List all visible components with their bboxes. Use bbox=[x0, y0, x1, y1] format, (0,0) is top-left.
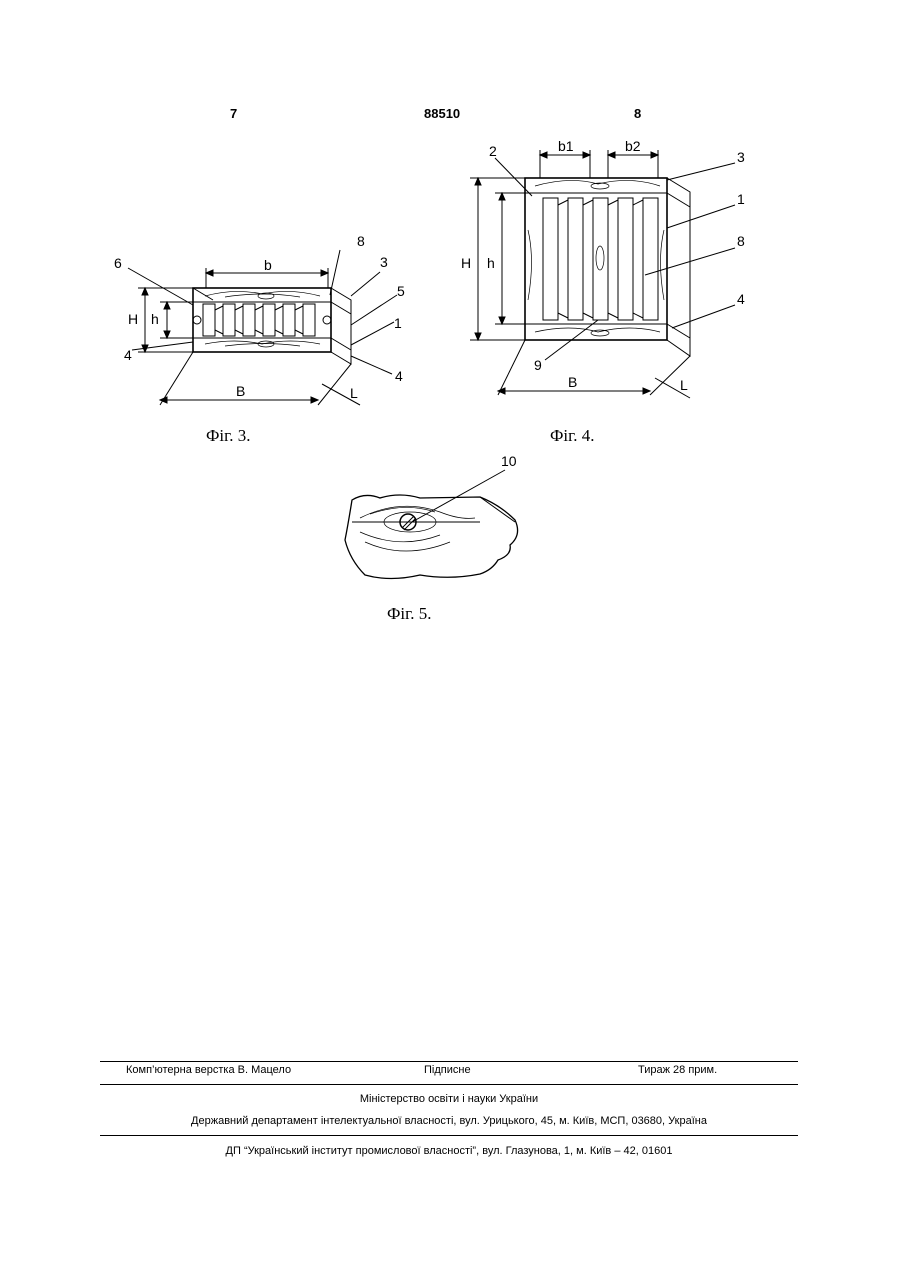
fig4-dim-b1: b1 bbox=[558, 138, 574, 154]
technical-drawings: 6 8 3 5 1 4 4 b H h B L bbox=[0, 0, 900, 700]
fig3-ref-4-left: 4 bbox=[124, 347, 132, 363]
fig3-dim-L: L bbox=[350, 385, 358, 401]
fig4-dim-H: H bbox=[461, 255, 471, 271]
fig3-ref-6: 6 bbox=[114, 255, 122, 271]
fig4-dim-L: L bbox=[680, 377, 688, 393]
fig5-caption: Фіг. 5. bbox=[387, 604, 431, 624]
fig3-ref-5: 5 bbox=[397, 283, 405, 299]
fig4-dim-b2: b2 bbox=[625, 138, 641, 154]
fig4-ref-4: 4 bbox=[737, 291, 745, 307]
fig3-ref-8: 8 bbox=[357, 233, 365, 249]
fig3-ref-4-right: 4 bbox=[395, 368, 403, 384]
fig4-ref-9: 9 bbox=[534, 357, 542, 373]
fig3-ref-1: 1 bbox=[394, 315, 402, 331]
figure-5-drawing bbox=[345, 470, 518, 579]
fig3-dim-b: b bbox=[264, 257, 272, 273]
footer-circulation: Тираж 28 прим. bbox=[638, 1064, 717, 1076]
footer-rule-bottom bbox=[100, 1135, 798, 1136]
fig4-dim-B: B bbox=[568, 374, 577, 390]
fig3-dim-h: h bbox=[151, 311, 159, 327]
footer-layout-by: Комп’ютерна верстка В. Мацело bbox=[126, 1064, 291, 1076]
fig3-ref-3: 3 bbox=[380, 254, 388, 270]
figure-4-drawing bbox=[470, 150, 735, 398]
fig3-caption: Фіг. 3. bbox=[206, 426, 250, 446]
footer-ministry: Міністерство освіти і науки України bbox=[100, 1093, 798, 1105]
fig4-dim-h: h bbox=[487, 255, 495, 271]
fig4-caption: Фіг. 4. bbox=[550, 426, 594, 446]
figure-3-drawing bbox=[128, 250, 397, 405]
footer-rule-top bbox=[100, 1061, 798, 1062]
fig4-ref-8: 8 bbox=[737, 233, 745, 249]
fig5-ref-10: 10 bbox=[501, 453, 517, 469]
footer-subscription: Підписне bbox=[424, 1064, 471, 1076]
footer-rule-mid bbox=[100, 1084, 798, 1085]
fig3-dim-H: H bbox=[128, 311, 138, 327]
fig4-ref-3: 3 bbox=[737, 149, 745, 165]
fig4-ref-2: 2 bbox=[489, 143, 497, 159]
fig3-dim-B: B bbox=[236, 383, 245, 399]
fig4-ref-1: 1 bbox=[737, 191, 745, 207]
footer-department: Державний департамент інтелектуальної вл… bbox=[100, 1115, 798, 1127]
footer-institute: ДП “Український інститут промислової вла… bbox=[100, 1145, 798, 1157]
